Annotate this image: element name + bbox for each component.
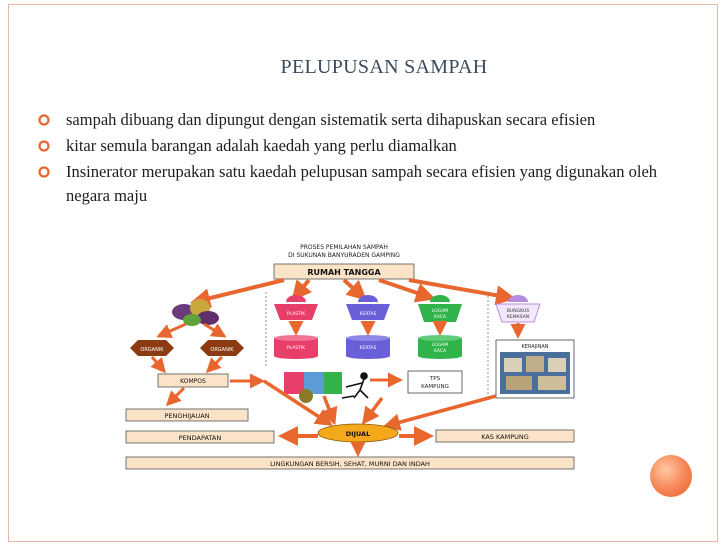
pendapatan-box	[125, 430, 275, 444]
penghijauan-label: PENGHIJAUAN	[164, 412, 209, 420]
waste-sorting-diagram: PROSES PEMILAHAN SAMPAH DI SUKUNAN BANYU…	[125, 244, 575, 470]
diagram-title-line2: DI SUKUNAN BANYURADEN GAMPING	[288, 252, 400, 259]
bullet-text: sampah dibuang dan dipungut dengan siste…	[66, 110, 596, 129]
circle-bullet-icon	[38, 140, 50, 152]
logam-bin	[418, 335, 462, 359]
logam-top-label-1: LOGAM	[432, 308, 448, 314]
bullet-list: sampah dibuang dan dipungut dengan siste…	[38, 108, 698, 210]
tps-label-1: TPS	[429, 376, 441, 382]
kerajinan-label: KERAJINAN	[522, 344, 549, 350]
bullet-text: kitar semula barangan adalah kaedah yang…	[66, 136, 457, 155]
bungkus-top-shape	[495, 295, 541, 323]
kertas-top-label: KERTAS	[360, 311, 377, 317]
lingkungan-label: LINGKUNGAN BERSIH, SEHAT, MURNI DAN INDA…	[270, 460, 430, 468]
arrow-kompos-down	[165, 386, 186, 407]
kompos-box	[157, 373, 229, 388]
pendapatan-label: PENDAPATAN	[179, 434, 222, 442]
lingkungan-box	[125, 456, 575, 470]
rumah-tangga-box	[273, 263, 415, 280]
plastik-bin-label: PLASTIK	[287, 345, 306, 351]
top-arrows	[190, 278, 516, 308]
dijual-label: DIJUAL	[346, 430, 370, 438]
arrow-to-organik-left	[156, 322, 187, 338]
plastik-top-shape	[274, 295, 318, 320]
organik-left-label: ORGANIK	[140, 347, 164, 353]
arrow-to-organik-right	[203, 322, 227, 338]
craft-item	[526, 356, 544, 372]
bin-arrows	[288, 321, 526, 339]
kertas-bin	[346, 335, 390, 359]
trash-cart-image	[284, 372, 342, 403]
rumah-tangga-label: RUMAH TANGGA	[307, 268, 381, 277]
logam-top-shape	[418, 295, 462, 322]
craft-item	[538, 376, 566, 390]
dashed-separators	[265, 292, 489, 398]
logam-bin-label-2: KACA	[434, 348, 447, 354]
kas-kampung-label: KAS KAMPUNG	[481, 433, 529, 441]
craft-item	[506, 376, 532, 390]
circle-bullet-icon	[38, 166, 50, 178]
diagram-title-line1: PROSES PEMILAHAN SAMPAH	[300, 244, 388, 251]
logam-bin-label-1: LOGAM	[432, 342, 448, 348]
bullet-item: kitar semula barangan adalah kaedah yang…	[38, 134, 698, 158]
plastik-bin	[274, 335, 318, 359]
bullet-item: sampah dibuang dan dipungut dengan siste…	[38, 108, 698, 132]
plastik-top-label: PLASTIK	[287, 311, 306, 317]
penghijauan-box	[125, 408, 249, 422]
circle-bullet-icon	[38, 114, 50, 126]
craft-item	[504, 358, 522, 372]
craft-item	[548, 358, 566, 372]
kertas-top-shape	[346, 295, 390, 320]
kas-kampung-box	[435, 429, 575, 443]
arrows-to-dijual	[263, 379, 497, 431]
tps-box	[407, 370, 463, 394]
decorative-orange-circle	[650, 455, 692, 497]
arrow-to-kompos-left	[150, 356, 166, 374]
organik-left-shape	[130, 340, 174, 356]
slide-frame	[8, 4, 718, 542]
bullet-item: Insinerator merupakan satu kaedah pelupu…	[38, 160, 698, 208]
slide-title: PELUPUSAN SAMPAH	[280, 56, 488, 78]
worker-figure-icon	[341, 372, 369, 399]
organik-right-shape	[200, 340, 244, 356]
logam-top-label-2: KACA	[434, 314, 447, 320]
bungkus-label-1: BUNGKUS	[507, 308, 529, 314]
tps-label-2: KAMPUNG	[421, 384, 449, 390]
kertas-bin-label: KERTAS	[360, 345, 377, 351]
kompos-label: KOMPOS	[180, 378, 206, 385]
bullet-text: Insinerator merupakan satu kaedah pelupu…	[66, 162, 658, 205]
organic-waste-image	[172, 299, 219, 326]
bungkus-label-2: KEMASAN	[507, 314, 529, 320]
organik-right-label: ORGANIK	[210, 347, 234, 353]
arrow-to-kompos-right	[205, 355, 224, 374]
